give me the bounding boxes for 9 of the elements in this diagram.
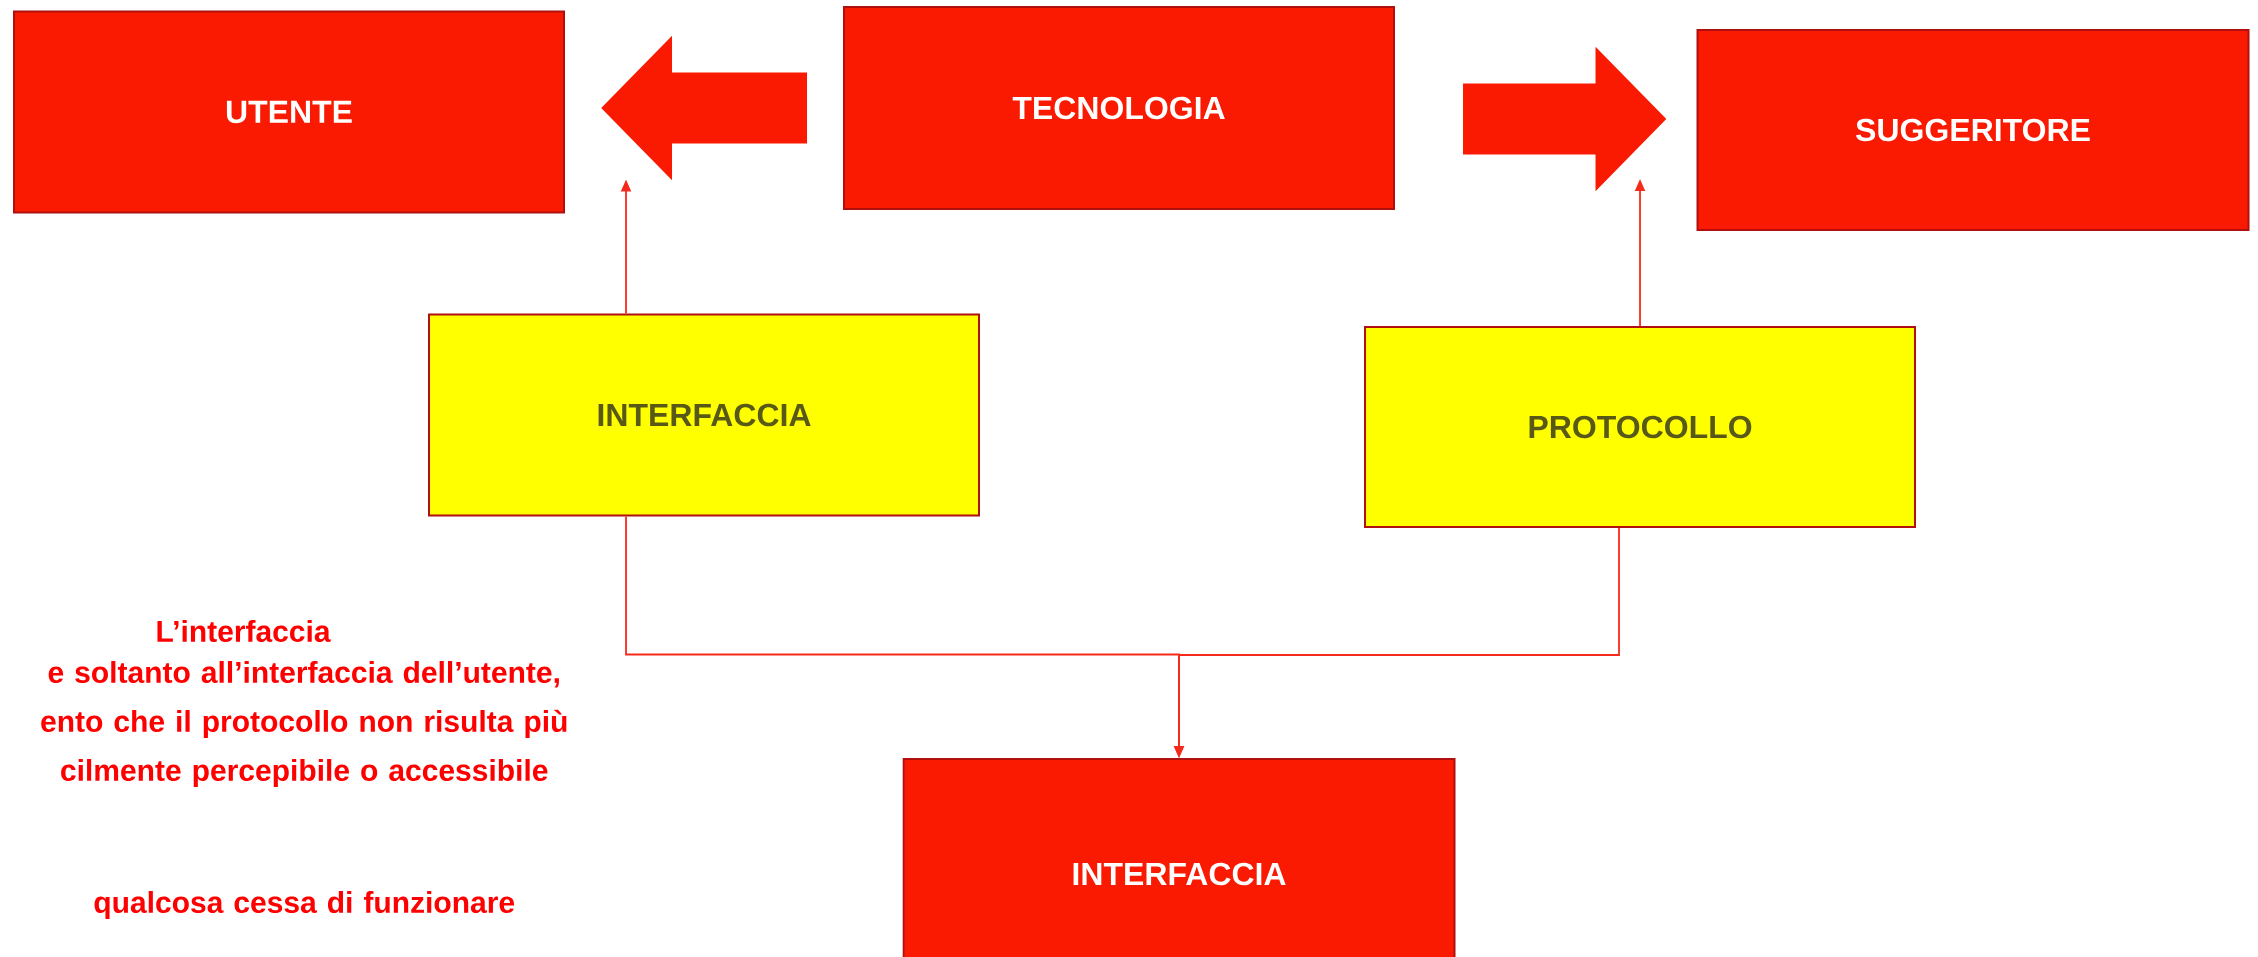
process-box: TECNOLOGIA [843,6,1395,210]
process-box: INTERFACCIA [902,758,1456,957]
note-text: qualcosa cessa di funzionare [94,891,515,919]
note-text: L’interfaccia [157,620,331,642]
process-box: PROTOCOLLO [1364,326,1916,528]
process-box: INTERFACCIA [428,313,980,517]
process-box: UTENTE [13,10,565,214]
note-text: e soltanto all’interfaccia dell’utente, ento che il protocollo non risulta più cilmente percepibile o accessibile [41,661,567,787]
process-box: SUGGERITORE [1696,29,2250,231]
